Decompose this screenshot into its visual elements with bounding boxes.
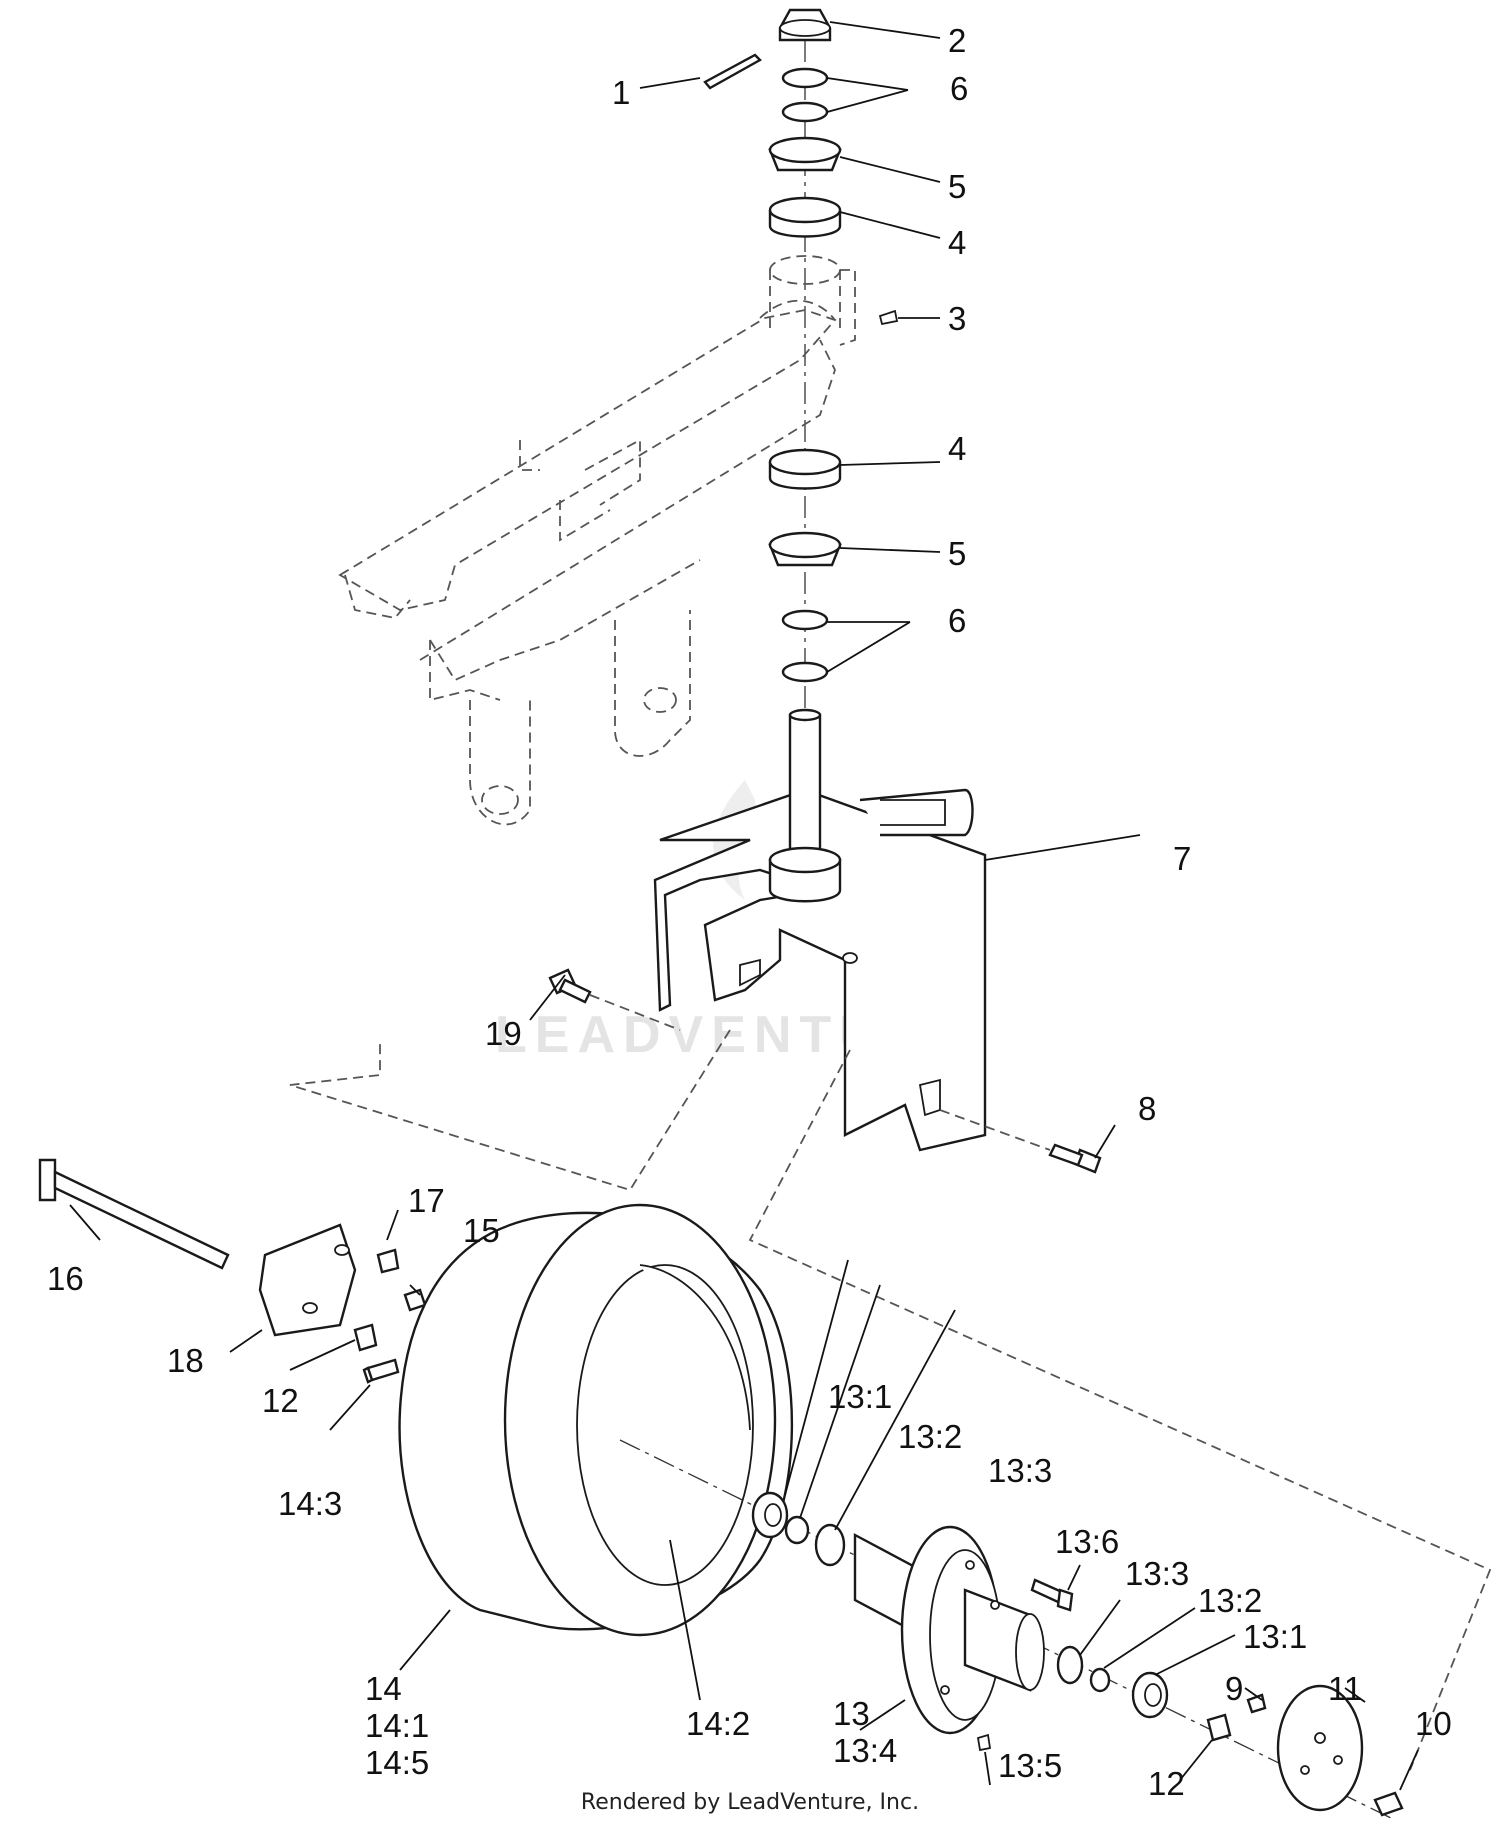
bearing-cup-upper (768, 196, 842, 238)
spacer-nut-17 (376, 1248, 400, 1274)
tapered-bearing-upper (768, 136, 842, 172)
thrust-washer-lower (781, 609, 829, 683)
label-13-3-right: 13:3 (1125, 1555, 1189, 1592)
label-14-5: 14:5 (365, 1744, 429, 1781)
label-17: 17 (408, 1182, 445, 1219)
nut-10 (1373, 1791, 1404, 1817)
wheel-hub (853, 1525, 1045, 1735)
axle-bolt (38, 1158, 230, 1270)
spacer-12-left (353, 1323, 378, 1352)
tire (398, 1203, 794, 1637)
cotter-pin (703, 53, 762, 90)
bolt-8-axis (939, 1109, 1051, 1151)
label-18: 18 (167, 1342, 204, 1379)
leader-lines (69, 21, 1419, 1791)
label-13-2-left: 13:2 (898, 1418, 962, 1455)
label-13-5: 13:5 (998, 1747, 1062, 1784)
nut-15 (403, 1288, 427, 1312)
label-15: 15 (463, 1212, 500, 1249)
mower-frame-ghost (338, 255, 856, 826)
callout-labels: 1 2 6 5 4 3 4 5 6 7 19 8 17 15 16 18 12 … (47, 22, 1452, 1802)
tapered-bearing-lower (768, 531, 842, 567)
label-7: 7 (1173, 840, 1191, 877)
grease-fitting (878, 309, 899, 326)
label-19: 19 (485, 1015, 522, 1052)
thrust-washer-upper (781, 67, 829, 123)
label-1: 1 (612, 74, 630, 111)
label-13-3-left: 13:3 (988, 1452, 1052, 1489)
cover-plate-11 (1276, 1684, 1364, 1812)
seal-13-2-right (1089, 1667, 1111, 1693)
spacer-12-right (1206, 1713, 1232, 1742)
bolt-8 (1048, 1143, 1102, 1174)
label-6-lower: 6 (948, 602, 966, 639)
label-4-upper: 4 (948, 224, 966, 261)
valve-stem (362, 1358, 400, 1384)
label-14-1: 14:1 (365, 1707, 429, 1744)
label-13-2-right: 13:2 (1198, 1582, 1262, 1619)
label-2: 2 (948, 22, 966, 59)
label-13-4: 13:4 (833, 1732, 897, 1769)
label-12-right: 12 (1148, 1765, 1185, 1802)
seal-13-2-left (784, 1515, 810, 1545)
label-11: 11 (1328, 1670, 1362, 1707)
hub-bolt-13-6 (1030, 1578, 1074, 1612)
label-12-left: 12 (262, 1382, 299, 1419)
label-9: 9 (1225, 1670, 1243, 1707)
label-10: 10 (1415, 1705, 1452, 1742)
spacer-13-3-right (1056, 1645, 1084, 1685)
assembly-path-left (289, 1029, 731, 1192)
bearing-cup-lower (768, 448, 842, 490)
label-13-1-left: 13:1 (828, 1378, 892, 1415)
label-8: 8 (1138, 1090, 1156, 1127)
spacer-13-3-left (814, 1523, 846, 1567)
label-16: 16 (47, 1260, 84, 1297)
label-5-upper: 5 (948, 168, 966, 205)
label-6-upper: 6 (950, 70, 968, 107)
bolt-19-axis (589, 994, 681, 1031)
bearing-13-1-right (1131, 1671, 1169, 1719)
axle-plate (258, 1223, 357, 1337)
label-13-1-right: 13:1 (1243, 1618, 1307, 1655)
castle-nut (778, 8, 832, 42)
label-14-3: 14:3 (278, 1485, 342, 1522)
label-3: 3 (948, 300, 966, 337)
label-5-lower: 5 (948, 535, 966, 572)
label-14-2: 14:2 (686, 1705, 750, 1742)
label-13: 13 (833, 1695, 870, 1732)
bolt-9 (1246, 1693, 1267, 1714)
grease-fitting-13-5 (976, 1733, 992, 1752)
label-14: 14 (365, 1670, 402, 1707)
label-13-6: 13:6 (1055, 1523, 1119, 1560)
footer-credit: Rendered by LeadVenture, Inc. (580, 1790, 920, 1815)
label-4-lower: 4 (948, 430, 966, 467)
caster-fork (653, 708, 987, 1152)
bearing-13-1-left (751, 1491, 789, 1539)
